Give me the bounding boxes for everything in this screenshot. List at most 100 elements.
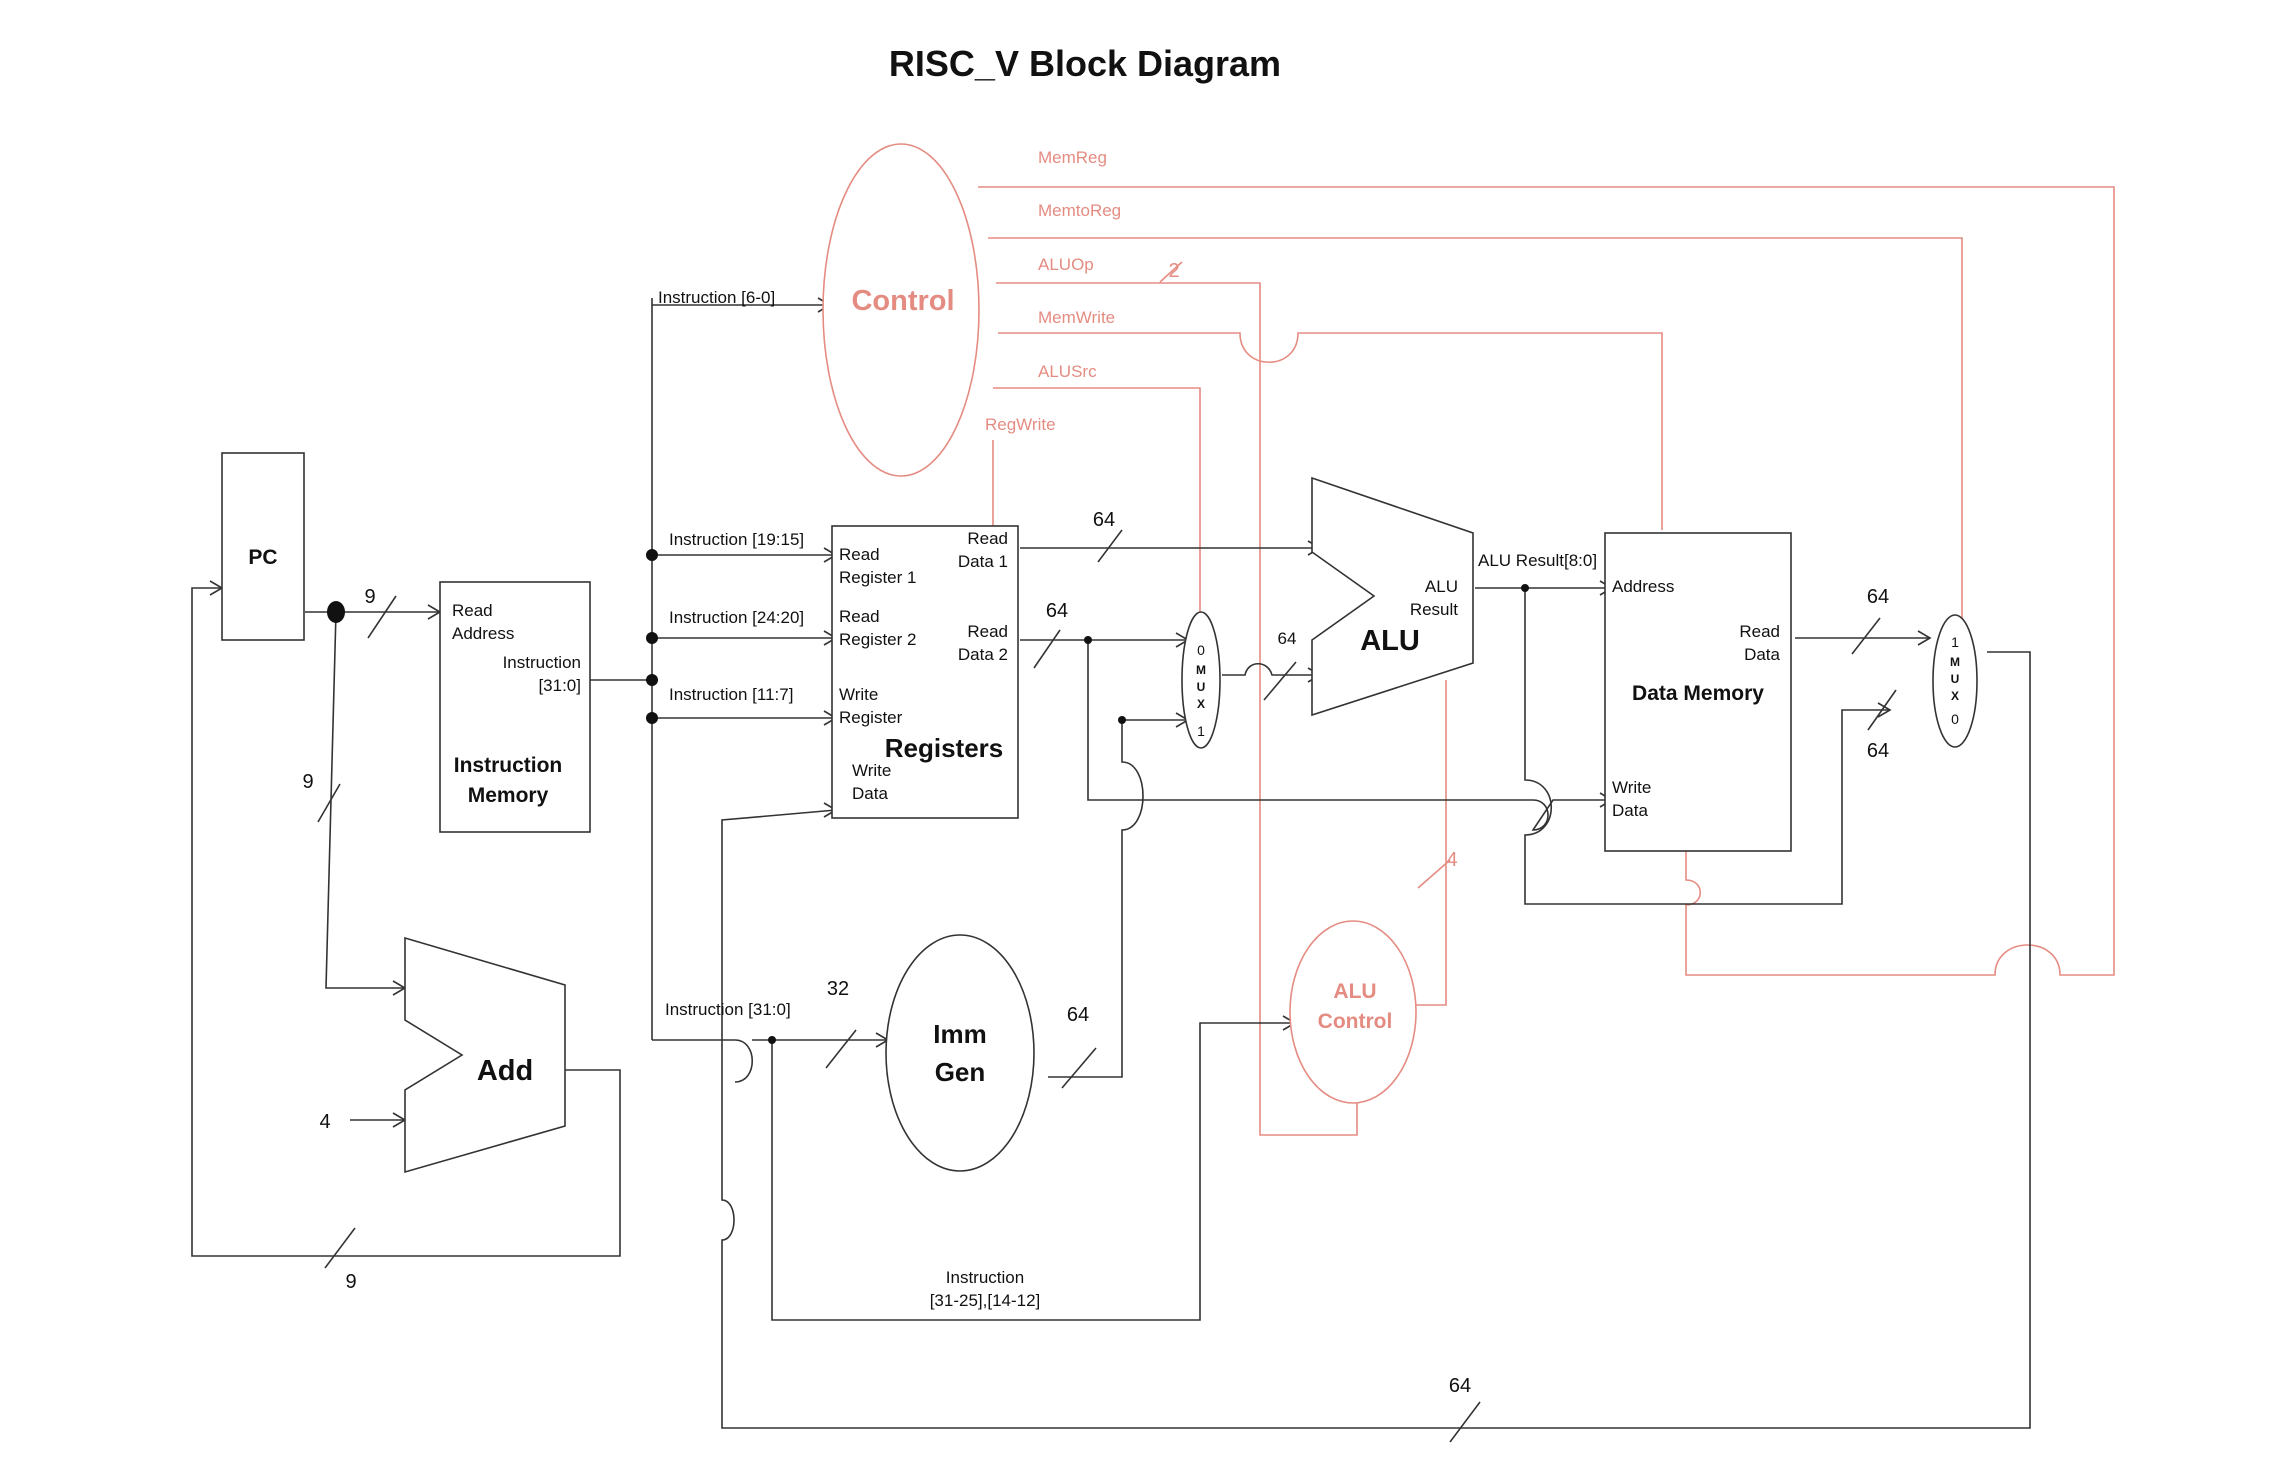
junction-dots (327, 549, 1529, 1044)
mux-alusrc-top: 0 (1197, 642, 1205, 658)
adder-block: Add (404, 936, 566, 1174)
mux-alusrc-letter-m: M (1196, 663, 1206, 677)
writeback-wire (721, 651, 2031, 1429)
width-rd2: 64 (1046, 600, 1068, 622)
label-instr-6-0: Instruction [6-0] (658, 288, 775, 307)
signal-memreg: MemReg (1038, 148, 1107, 167)
memreg-wire (978, 186, 2115, 976)
label-instr-31-0: Instruction [31:0] (665, 1000, 791, 1019)
width-imm-in: 32 (827, 978, 849, 1000)
imem-instr-label-1: Instruction (503, 653, 581, 672)
reg-rd1-2: Data 1 (958, 552, 1008, 571)
memwrite-wire (998, 332, 1663, 530)
alu-result-1: ALU (1425, 577, 1458, 596)
registers-name: Registers (885, 733, 1004, 763)
dmem-name: Data Memory (1632, 682, 1764, 705)
mux-alusrc-letter-u: U (1197, 680, 1206, 694)
width-imm-out: 64 (1067, 1004, 1089, 1026)
mux-alusrc: 0 M U X 1 (1181, 611, 1221, 749)
mux-wb-bottom: 0 (1951, 711, 1959, 727)
width-pc-to-add: 9 (302, 771, 313, 793)
label-alu-result-bits: ALU Result[8:0] (1478, 551, 1597, 570)
imem-name-2: Memory (468, 784, 549, 807)
imem-read-addr-label-2: Address (452, 624, 514, 643)
alu-control-block: ALU Control (1289, 920, 1417, 1104)
reg-rr1-1: Read (839, 545, 880, 564)
wire-labels: Instruction [6-0] Instruction [19:15] In… (658, 288, 1597, 1310)
pc-label: PC (248, 546, 277, 569)
signal-aluop: ALUOp (1038, 255, 1094, 274)
reg-rr2-2: Register 2 (839, 630, 916, 649)
label-instr-funct-2: [31-25],[14-12] (930, 1291, 1041, 1310)
imem-read-addr-label-1: Read (452, 601, 493, 620)
adder-feedback-wire (191, 587, 621, 1257)
width-mem-read: 64 (1867, 586, 1889, 608)
mux-alusrc-letter-x: X (1197, 697, 1205, 711)
reg-rd2-1: Read (967, 622, 1008, 641)
dmem-wd-1: Write (1612, 778, 1651, 797)
imm-gen-line2: Gen (935, 1057, 986, 1087)
width-pc-out: 9 (364, 586, 375, 608)
signal-alusrc: ALUSrc (1038, 362, 1097, 381)
alu-result-2: Result (1410, 600, 1458, 619)
label-instr-24-20: Instruction [24:20] (669, 608, 804, 627)
alu-control-line2: Control (1318, 1010, 1393, 1033)
imem-name-1: Instruction (454, 754, 563, 777)
memtoreg-wire (988, 237, 1963, 618)
data-memory-block: Address Read Data Data Memory Write Data (1604, 532, 1792, 852)
rd2-to-wd-wire (1087, 640, 1612, 831)
diagram-title: RISC_V Block Diagram (889, 43, 1281, 84)
reg-rd1-1: Read (967, 529, 1008, 548)
mux-wb-letter-u: U (1951, 672, 1960, 686)
dmem-rd-1: Read (1739, 622, 1780, 641)
width-add-feedback: 9 (345, 1271, 356, 1293)
control-signal-labels: MemReg MemtoReg ALUOp MemWrite ALUSrc Re… (985, 148, 1458, 871)
control-block: Control (822, 143, 980, 477)
alusrc-wire (993, 387, 1201, 612)
dmem-wd-2: Data (1612, 801, 1648, 820)
width-alu-to-mux: 64 (1867, 740, 1889, 762)
signal-regwrite: RegWrite (985, 415, 1056, 434)
adder-name: Add (477, 1055, 533, 1087)
aluctrl-to-alu-wire (1405, 680, 1447, 1006)
control-name: Control (851, 285, 954, 317)
dmem-rd-2: Data (1744, 645, 1780, 664)
reg-wd-1: Write (852, 761, 891, 780)
reg-wd-2: Data (852, 784, 888, 803)
pc-to-adder-wire (325, 611, 405, 989)
datapath-wires (191, 297, 2031, 1429)
dmem-address: Address (1612, 577, 1674, 596)
alu-name: ALU (1360, 625, 1420, 657)
aluctrl-width: 4 (1446, 849, 1457, 871)
bus-slashes (317, 261, 1897, 1443)
alu-block: ALU Result ALU (1311, 476, 1474, 717)
reg-wr-2: Register (839, 708, 903, 727)
label-instr-11-7: Instruction [11:7] (669, 685, 793, 704)
registers-block: Read Register 1 Read Register 2 Write Re… (831, 525, 1019, 819)
imm-gen-block: Imm Gen (885, 934, 1035, 1172)
aluop-width: 2 (1168, 260, 1179, 282)
label-instr-funct-1: Instruction (946, 1268, 1024, 1287)
alu-control-line1: ALU (1333, 980, 1376, 1003)
imm-to-mux-wire (1048, 719, 1188, 1078)
imem-instr-label-2: [31:0] (538, 676, 581, 695)
reg-rr2-1: Read (839, 607, 880, 626)
reg-rr1-2: Register 1 (839, 568, 916, 587)
aluop-wire (996, 282, 1358, 1136)
mux-alusrc-bottom: 1 (1197, 723, 1205, 739)
width-mux-out: 64 (1278, 629, 1297, 648)
mux-wb-top: 1 (1951, 634, 1959, 650)
reg-rd2-2: Data 2 (958, 645, 1008, 664)
mux-writeback: 1 M U X 0 (1932, 614, 1978, 748)
width-add-const: 4 (319, 1111, 330, 1133)
instr-funct-wire (771, 1022, 1295, 1321)
instr-31-0-wire (652, 1039, 754, 1083)
control-wires (978, 186, 2115, 1136)
instruction-memory-block: Read Address Instruction [31:0] Instruct… (439, 581, 591, 833)
alu-bypass-wire (1524, 588, 1890, 905)
signal-memwrite: MemWrite (1038, 308, 1115, 327)
label-instr-19-15: Instruction [19:15] (669, 530, 804, 549)
mux-wb-letter-m: M (1950, 655, 1960, 669)
imm-gen-line1: Imm (933, 1019, 986, 1049)
